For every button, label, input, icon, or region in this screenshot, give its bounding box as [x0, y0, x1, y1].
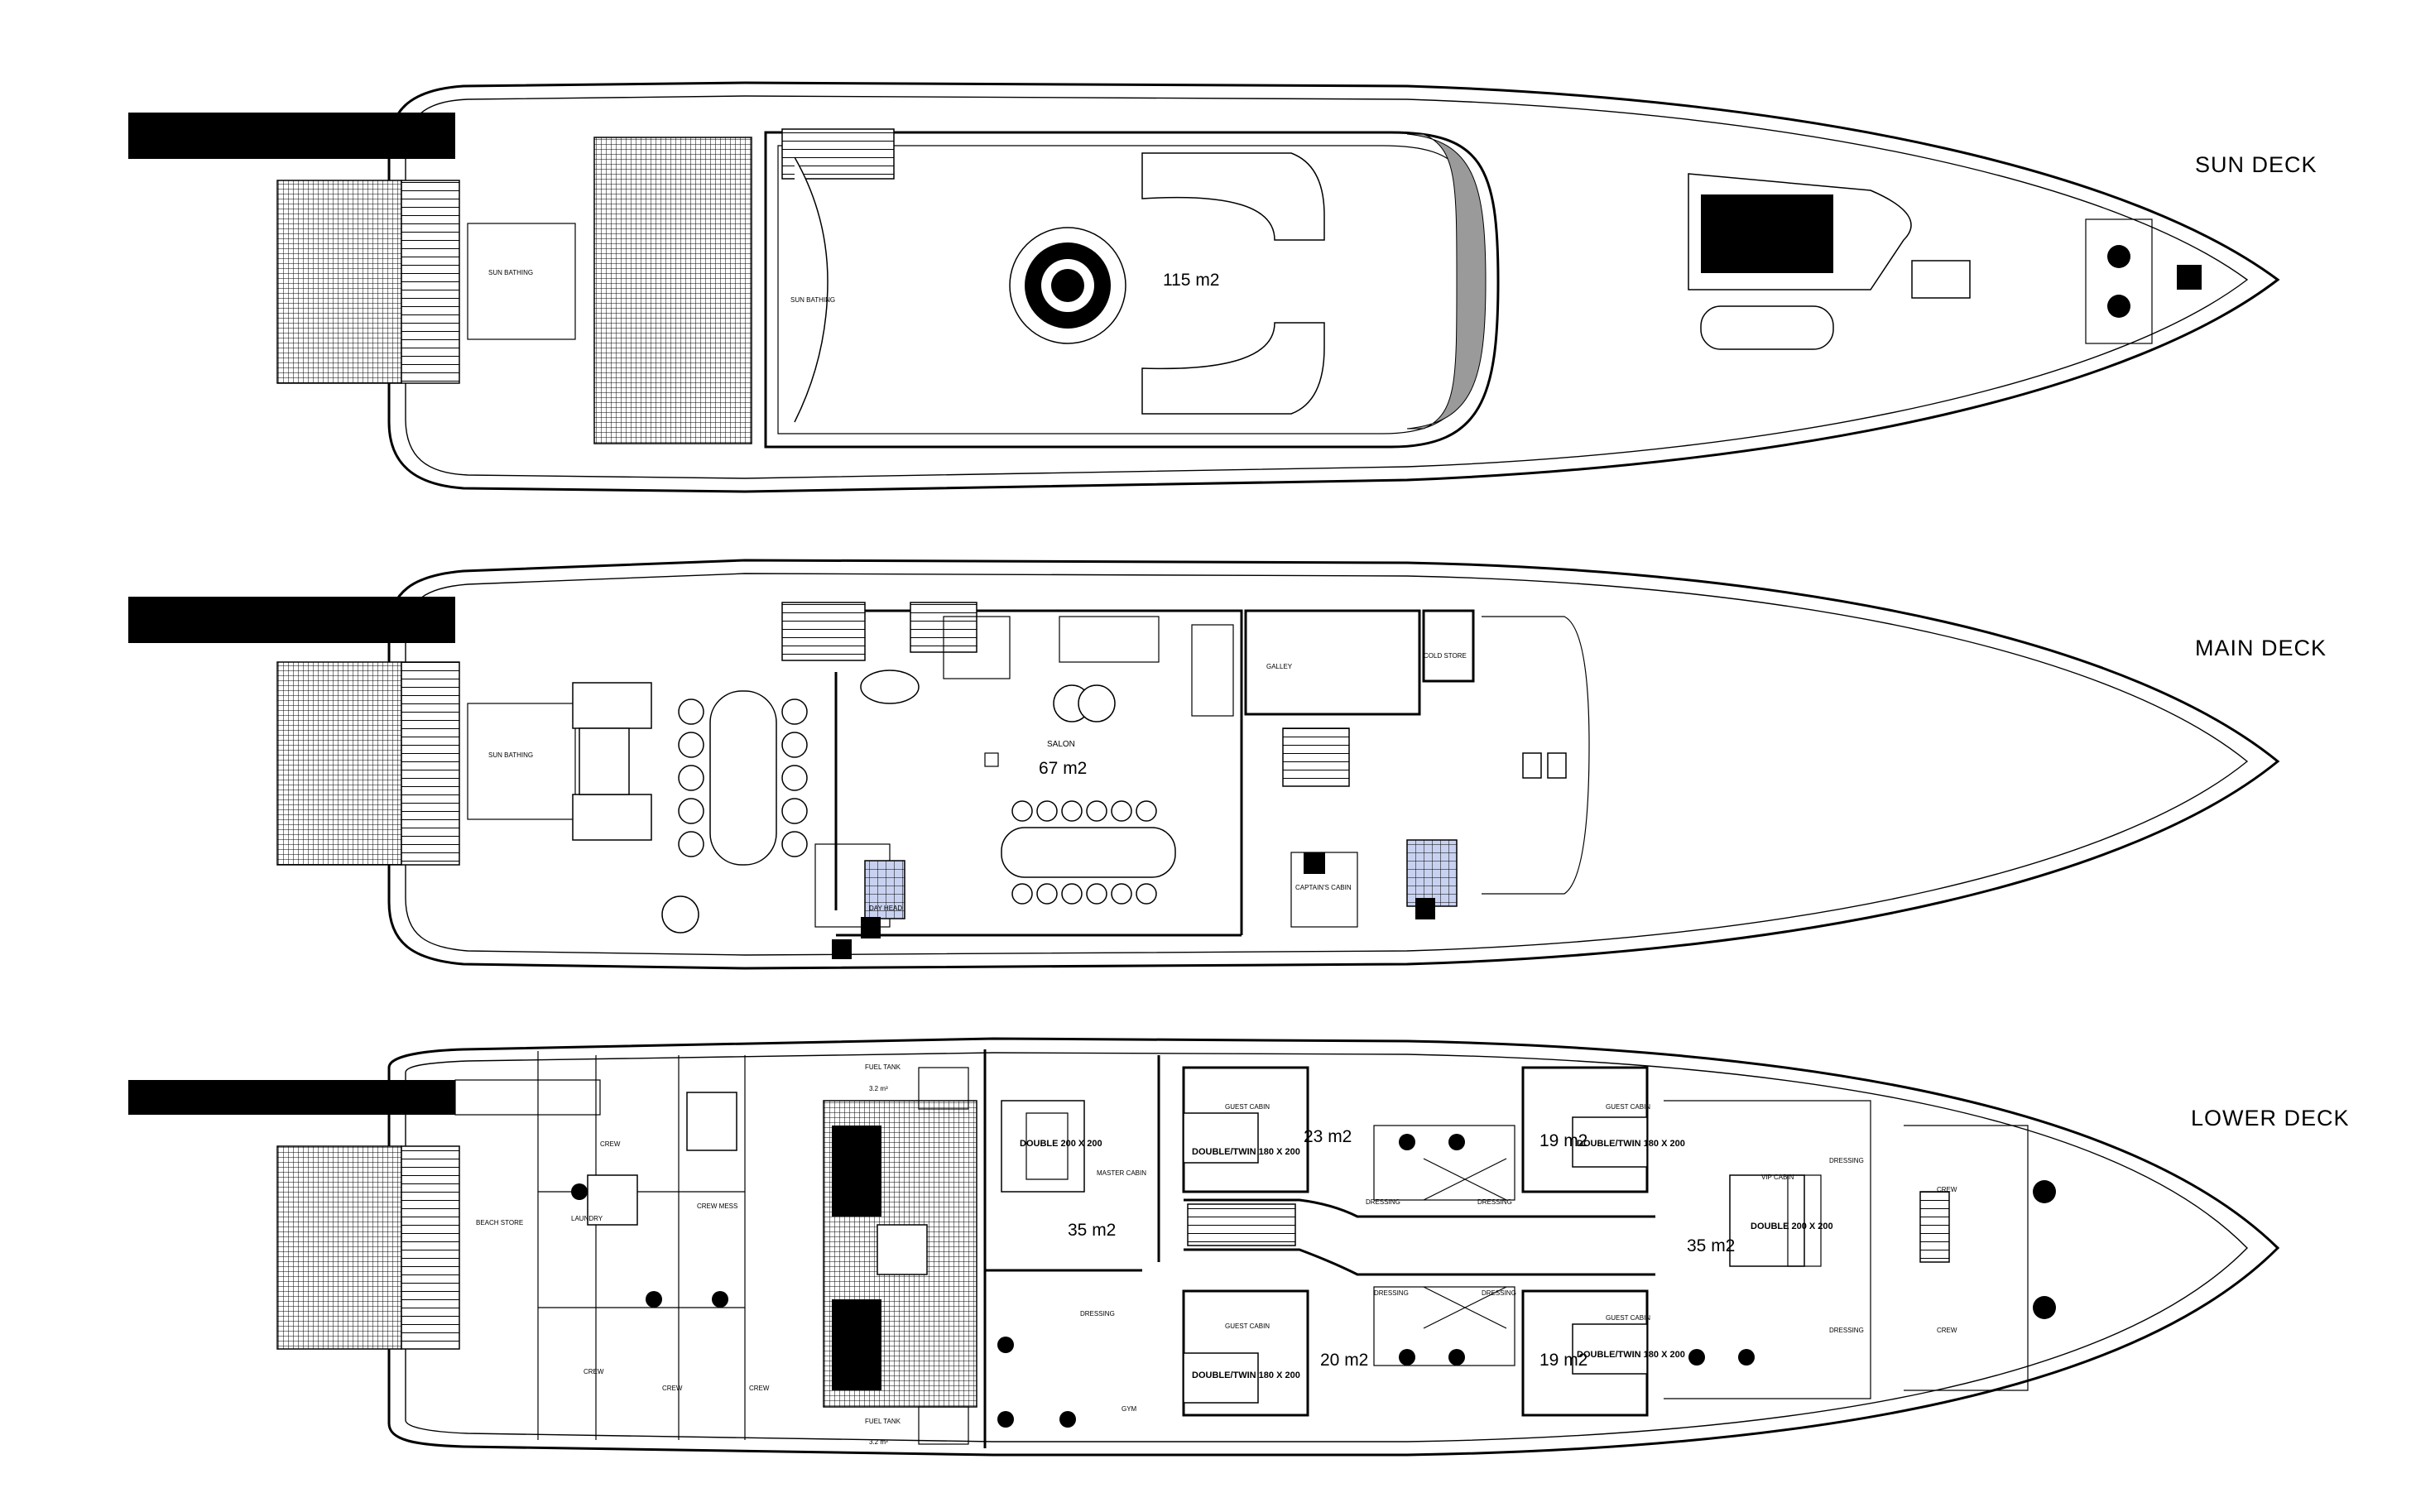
crew-label-6: CREW: [1937, 1327, 1957, 1334]
main-deck-area: 67 m2: [1039, 759, 1087, 778]
guest-area-4: 19 m2: [1539, 1351, 1587, 1370]
swim-platform: [276, 180, 402, 384]
lower-deck: BEACH STORE LAUNDRY CREW MESS CREW CREW …: [128, 1037, 2350, 1457]
guest-area-3: 19 m2: [1539, 1131, 1587, 1150]
galley-label: GALLEY: [1266, 663, 1293, 670]
stern-extension-bar: [128, 113, 455, 159]
sun-bathing-main-label: SUN BATHING: [488, 751, 533, 759]
stern-extension-bar: [128, 1080, 455, 1115]
guest-cabin-4-label: GUEST CABIN: [1606, 1314, 1650, 1322]
crew-label-1: CREW: [600, 1140, 621, 1148]
guest-bed-3-label: DOUBLE/TWIN 180 X 200: [1577, 1139, 1685, 1149]
sun-deck-hull: [387, 81, 2280, 493]
dressing-label-4: DRESSING: [1374, 1289, 1409, 1297]
fuel-tank-bottom-vol: 3.2 m³: [869, 1438, 888, 1446]
fixtures: [571, 1134, 2056, 1428]
vip-cabin-label: VIP CABIN: [1761, 1174, 1794, 1181]
day-head-label: DAY HEAD: [869, 905, 902, 912]
dressing-label-1: DRESSING: [1080, 1310, 1115, 1318]
crew-label-5: CREW: [1937, 1186, 1957, 1193]
dressing-label-2: DRESSING: [1366, 1198, 1400, 1206]
fuel-tank-top-label: FUEL TANK: [865, 1063, 901, 1071]
vip-bed-label: DOUBLE 200 X 200: [1751, 1222, 1833, 1231]
dressing-label-7: DRESSING: [1829, 1327, 1864, 1334]
fuel-tank-bottom-label: FUEL TANK: [865, 1418, 901, 1425]
cold-store-label: COLD STORE: [1424, 652, 1467, 660]
laundry-label: LAUNDRY: [571, 1215, 603, 1222]
salon-label: SALON: [1047, 740, 1075, 749]
beach-store-label: BEACH STORE: [476, 1219, 523, 1226]
jet-ski: [1700, 305, 1834, 350]
sun-bathing-label-1: SUN BATHING: [488, 269, 533, 276]
crew-label-4: CREW: [749, 1385, 770, 1392]
captains-cabin-label: CAPTAIN'S CABIN: [1295, 884, 1352, 891]
dressing-label-5: DRESSING: [1482, 1289, 1516, 1297]
vip-area: 35 m2: [1687, 1236, 1735, 1255]
guest-bed-1-label: DOUBLE/TWIN 180 X 200: [1192, 1147, 1300, 1157]
guest-area-2: 20 m2: [1320, 1351, 1368, 1370]
lower-deck-hull: [387, 1037, 2280, 1457]
master-bed-label: DOUBLE 200 X 200: [1020, 1139, 1102, 1149]
guest-bed-4-label: DOUBLE/TWIN 180 X 200: [1577, 1350, 1685, 1360]
sun-deck: SUN BATHING SUN BATHING 115 m2 SUN DECK: [128, 81, 2318, 493]
sun-deck-area: 115 m2: [1163, 271, 1220, 290]
stern-extension-bar: [128, 597, 455, 643]
guest-cabin-2-label: GUEST CABIN: [1225, 1322, 1270, 1330]
dressing-label-3: DRESSING: [1477, 1198, 1512, 1206]
gym-label: GYM: [1122, 1405, 1137, 1413]
sun-deck-title: SUN DECK: [2195, 152, 2318, 177]
dining-chairs: [678, 698, 808, 857]
main-deck-title: MAIN DECK: [2195, 636, 2327, 660]
sun-pad: [593, 137, 752, 444]
guest-cabin-3-label: GUEST CABIN: [1606, 1103, 1650, 1111]
crew-label-2: CREW: [584, 1368, 604, 1375]
main-deck: SUN BATHING SALON 67 m2 GALLEY COLD STOR…: [128, 559, 2327, 970]
guest-area-1: 23 m2: [1304, 1127, 1352, 1146]
dressing-label-6: DRESSING: [1829, 1157, 1864, 1164]
master-cabin-label: MASTER CABIN: [1097, 1169, 1146, 1177]
master-area: 35 m2: [1068, 1221, 1116, 1240]
sun-bathing-label-2: SUN BATHING: [790, 296, 835, 304]
fuel-tank-top-vol: 3.2 m³: [869, 1085, 888, 1092]
guest-bed-2-label: DOUBLE/TWIN 180 X 200: [1192, 1370, 1300, 1380]
crew-label-3: CREW: [662, 1385, 683, 1392]
main-deck-hull: [387, 559, 2280, 970]
crew-mess-label: CREW MESS: [697, 1202, 737, 1210]
guest-cabin-1-label: GUEST CABIN: [1225, 1103, 1270, 1111]
lower-deck-title: LOWER DECK: [2191, 1106, 2350, 1130]
